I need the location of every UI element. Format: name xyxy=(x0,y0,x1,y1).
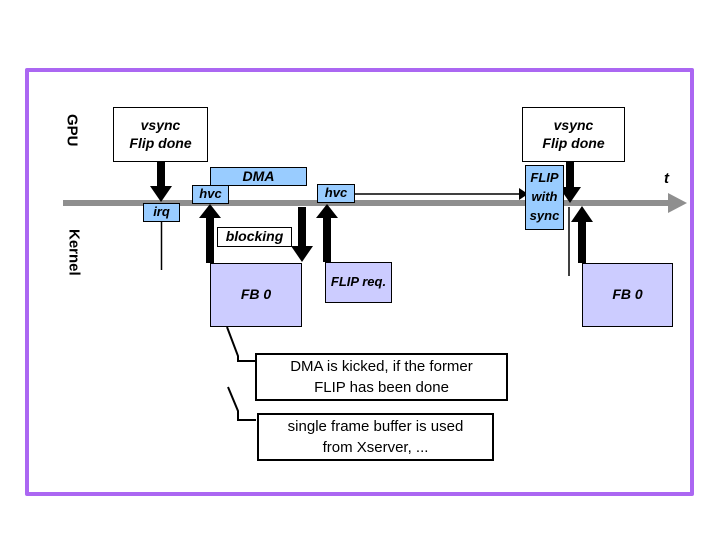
vsync-left-down-arrow-icon xyxy=(150,162,172,202)
vsync-label: vsync xyxy=(553,117,594,133)
callout-single-framebuffer: single frame buffer is used from Xserver… xyxy=(257,413,494,461)
lane-label-kernel: Kernel xyxy=(65,228,83,276)
vsync-right-down-arrow-icon xyxy=(559,162,581,203)
framebuffer-0-box-right: FB 0 xyxy=(582,263,673,327)
flip-done-label: Flip done xyxy=(542,134,605,151)
callout-line: single frame buffer is used xyxy=(287,418,464,435)
callout-line: FLIP has been done xyxy=(314,379,449,396)
flip-done-label: Flip done xyxy=(129,134,192,151)
lane-label-gpu: GPU xyxy=(63,113,81,147)
flip-label: FLIP xyxy=(530,170,559,186)
framebuffer-0-box-left: FB 0 xyxy=(210,263,302,327)
irq-box: irq xyxy=(143,203,180,222)
callout-line: DMA is kicked, if the former xyxy=(290,358,473,375)
callout-connector-2 xyxy=(227,386,256,421)
hvc-box-second: hvc xyxy=(317,184,355,203)
timeline-axis xyxy=(63,200,670,206)
fb0-right-up-arrow-icon xyxy=(571,206,593,263)
timeline-arrowhead-icon xyxy=(668,193,687,213)
fb0-to-hvc-up-arrow-icon xyxy=(199,204,221,263)
timeline-to-fb0-down-arrow-icon xyxy=(291,207,313,262)
flip-request-box: FLIP req. xyxy=(325,262,392,303)
vsync-flip-done-box-left: vsync Flip done xyxy=(113,107,208,162)
sync-label: sync xyxy=(529,207,560,223)
callout-line: from Xserver, ... xyxy=(322,439,429,456)
hvc-to-flip-arrowhead-icon xyxy=(519,188,528,200)
vsync-label: vsync xyxy=(140,117,181,133)
callout-dma-kicked: DMA is kicked, if the former FLIP has be… xyxy=(255,353,508,401)
hvc-box-first: hvc xyxy=(192,185,229,204)
with-label: with xyxy=(531,189,558,205)
callout-connector-1 xyxy=(226,326,256,362)
blocking-box: blocking xyxy=(217,227,292,247)
time-axis-label: t xyxy=(664,170,669,187)
dma-box: DMA xyxy=(210,167,307,186)
vsync-flip-done-box-right: vsync Flip done xyxy=(522,107,625,162)
flip-with-sync-box: FLIP with sync xyxy=(525,165,564,230)
flipreq-to-hvc-up-arrow-icon xyxy=(316,204,338,262)
